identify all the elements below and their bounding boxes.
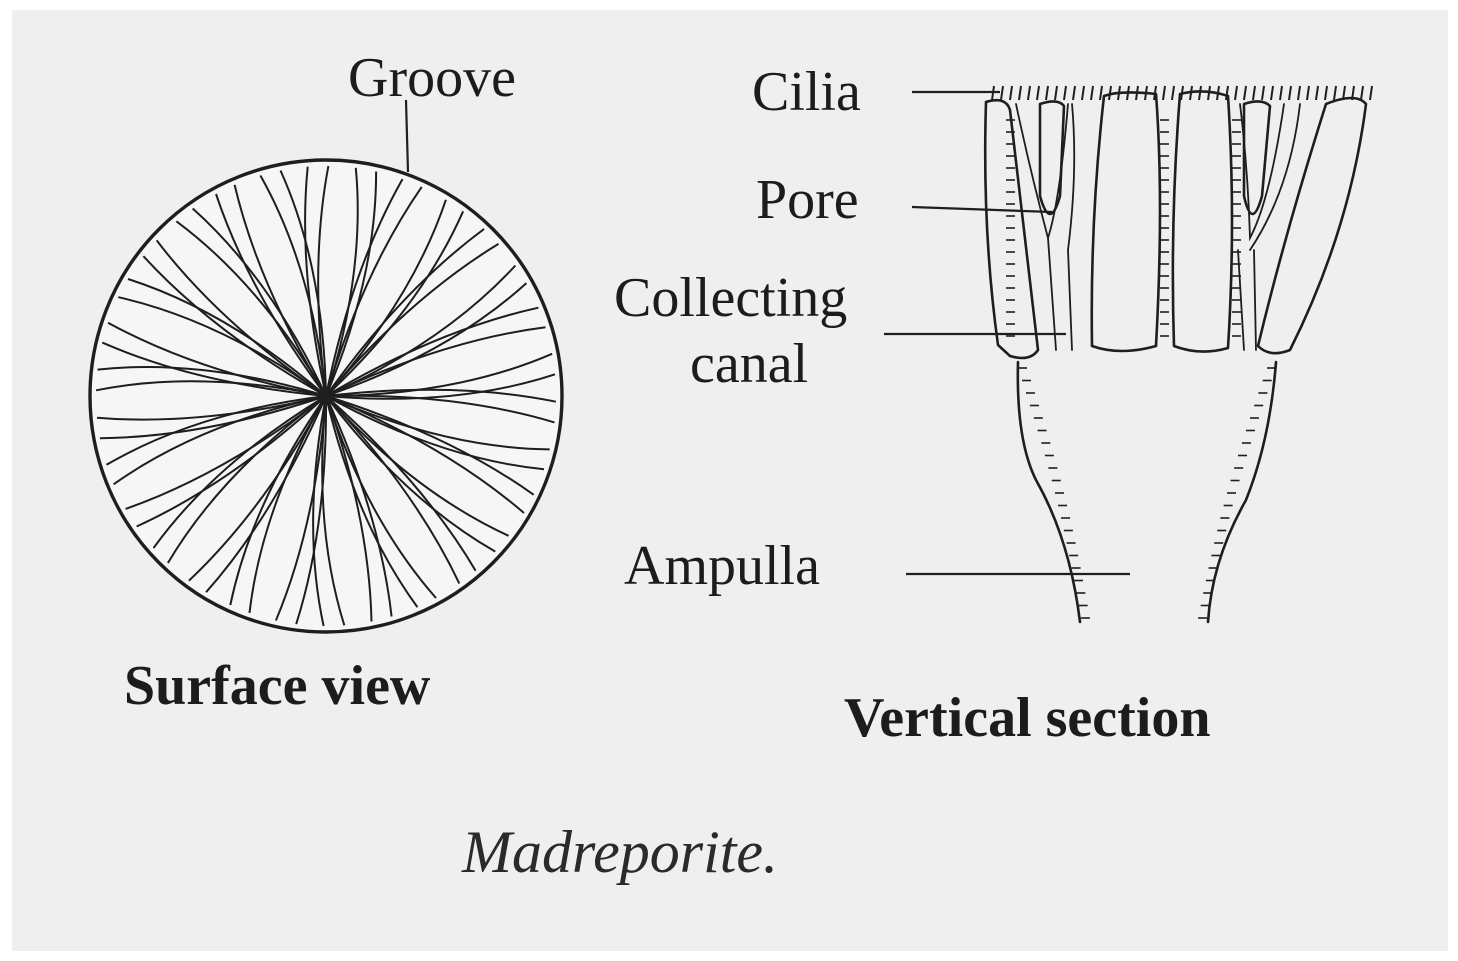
cilium	[1046, 86, 1048, 100]
cilium	[1172, 86, 1174, 100]
pore-canal	[1250, 104, 1300, 250]
collecting-canal-label-line2: canal	[690, 336, 808, 392]
skeletal-plate	[1040, 101, 1064, 214]
cilium	[992, 86, 994, 100]
cilium	[1073, 86, 1075, 100]
cilium	[1019, 86, 1021, 100]
cilium	[1334, 86, 1336, 100]
figure-caption: Madreporite.	[462, 822, 778, 882]
collecting-canal	[1254, 250, 1256, 350]
cilium	[1262, 86, 1264, 100]
cilium	[1064, 86, 1066, 100]
pore-canal	[1068, 104, 1074, 250]
cilium	[1010, 86, 1012, 100]
cilium	[1109, 86, 1111, 100]
collecting-canal-label-line1: Collecting	[614, 270, 847, 326]
skeletal-plate	[1092, 92, 1160, 351]
surface-view-disc	[90, 160, 562, 632]
cilium	[1163, 86, 1165, 100]
pore-leader	[912, 207, 1052, 212]
cilium	[1055, 86, 1057, 100]
cilium	[1001, 86, 1003, 100]
cilium	[1316, 86, 1318, 100]
cilium	[1235, 86, 1237, 100]
cilium	[1370, 86, 1372, 100]
cilium	[1325, 86, 1327, 100]
skeletal-plate	[985, 100, 1038, 358]
ampulla-wall	[1018, 362, 1080, 622]
cilium	[1289, 86, 1291, 100]
skeletal-plate	[1258, 98, 1366, 353]
cilium	[1298, 86, 1300, 100]
vertical-section	[985, 86, 1372, 622]
cilium	[1091, 86, 1093, 100]
cilium	[1199, 86, 1201, 100]
groove-label: Groove	[348, 50, 516, 106]
cilium	[1307, 86, 1309, 100]
cilium	[1253, 86, 1255, 100]
ampulla-label: Ampulla	[624, 538, 820, 594]
cilium	[1118, 86, 1120, 100]
vertical-section-title: Vertical section	[844, 690, 1211, 746]
cilium	[1100, 86, 1102, 100]
collecting-canal	[1068, 250, 1072, 350]
pore-label: Pore	[756, 172, 859, 228]
cilium	[1244, 86, 1246, 100]
groove-leader	[406, 100, 408, 172]
cilium	[1217, 86, 1219, 100]
cilium	[1145, 86, 1147, 100]
cilium	[1082, 86, 1084, 100]
cilium	[1136, 86, 1138, 100]
cilium	[1208, 86, 1210, 100]
ampulla-wall	[1208, 362, 1276, 622]
cilia-tufts	[992, 86, 1372, 100]
cilium	[1037, 86, 1039, 100]
cilium	[1280, 86, 1282, 100]
pore-canal	[1240, 104, 1284, 238]
cilium	[1271, 86, 1273, 100]
skeletal-plate	[1173, 91, 1232, 351]
cilium	[1028, 86, 1030, 100]
surface-view-title: Surface view	[124, 658, 430, 714]
cilium	[1190, 86, 1192, 100]
cilium	[1127, 86, 1129, 100]
cilia-label: Cilia	[752, 64, 861, 120]
cilium	[1361, 86, 1363, 100]
epithelium-ticks	[1006, 120, 1276, 618]
cilium	[1181, 86, 1183, 100]
